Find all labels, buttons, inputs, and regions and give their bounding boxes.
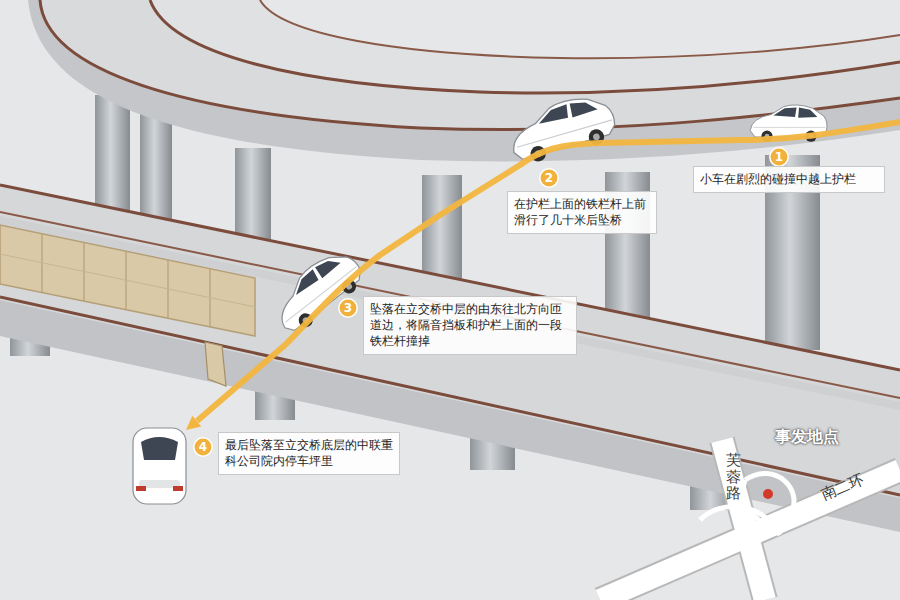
callout-box: 坠落在立交桥中层的由东往北方向匝道边，将隔音挡板和护栏上面的一段铁栏杆撞掉 (363, 296, 577, 355)
road-name: 芙蓉路 (726, 452, 741, 502)
callout-box: 小车在剧烈的碰撞中越上护栏 (693, 166, 885, 193)
location-title: 事发地点 (775, 427, 839, 448)
trajectory (186, 122, 900, 430)
callout-circle-shape (339, 299, 357, 317)
callout-box: 在护栏上面的铁栏杆上前滑行了几十米后坠桥 (507, 191, 657, 234)
location-map (600, 440, 900, 600)
callout-number: 3 (338, 298, 358, 318)
callout-text: 坠落在立交桥中层的由东往北方向匝道边，将隔音挡板和护栏上面的一段铁栏杆撞掉 (370, 301, 570, 350)
callout-digit: 3 (344, 302, 352, 314)
callout-text: 在护栏上面的铁栏杆上前滑行了几十米后坠桥 (514, 196, 650, 228)
callout-circle-shape (194, 438, 212, 456)
sound-barrier (0, 225, 255, 386)
callout-number: 4 (193, 437, 213, 457)
callout-number: 1 (769, 147, 789, 167)
callout-circle-shape (770, 148, 788, 166)
middle-deck (0, 185, 900, 532)
callout-digit: 1 (775, 151, 783, 163)
callout-text: 小车在剧烈的碰撞中越上护栏 (700, 171, 878, 187)
callout-text: 最后坠落至立交桥底层的中联重科公司院内停车坪里 (225, 437, 393, 469)
callout-number: 2 (539, 168, 559, 188)
callout-digit: 4 (199, 441, 207, 453)
callout-box: 最后坠落至立交桥底层的中联重科公司院内停车坪里 (218, 432, 400, 475)
callout-circle-shape (540, 169, 558, 187)
callout-digit: 2 (545, 172, 553, 184)
